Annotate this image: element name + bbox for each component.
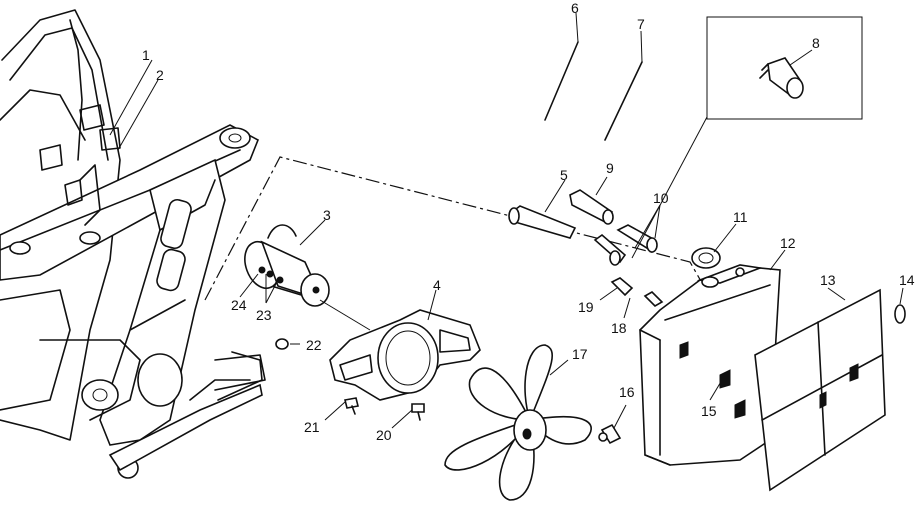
callout-21: 21 [304,419,320,435]
vehicle-frame [0,9,266,479]
callout-4: 4 [433,277,441,293]
callout-23: 23 [256,307,272,323]
radiator-cap [691,247,721,269]
callout-13: 13 [820,272,836,288]
callout-5: 5 [560,167,568,183]
callout-8: 8 [812,35,820,51]
callout-10: 10 [653,190,669,206]
callout-3: 3 [323,207,331,223]
fan-shroud-bracket [329,309,481,401]
radiator-screen [754,288,886,492]
callout-18: 18 [611,320,627,336]
temperature-sensor-inset [631,16,863,259]
cooling-fan [444,344,592,501]
callout-15: 15 [701,403,717,419]
callout-11: 11 [733,209,748,225]
callout-2: 2 [156,67,164,83]
callout-17: 17 [572,346,588,362]
callout-labels: 1 2 3 4 5 6 7 8 9 10 11 12 13 14 15 16 1… [142,0,915,443]
callout-14: 14 [899,272,915,288]
callout-16: 16 [619,384,635,400]
callout-7: 7 [637,16,645,32]
hardware [217,338,622,445]
callout-1: 1 [142,47,150,63]
fan-motor [244,224,371,331]
callout-9: 9 [606,160,614,176]
leader-lines [109,12,904,429]
callout-6: 6 [571,0,579,16]
retaining-clip [894,304,906,324]
callout-20: 20 [376,427,392,443]
callout-12: 12 [780,235,796,251]
callout-19: 19 [578,299,594,315]
callout-24: 24 [231,297,247,313]
alignment-line [204,156,746,359]
wire-rods [544,41,643,141]
radiator [639,264,781,466]
callout-22: 22 [306,337,322,353]
hoses [508,189,664,307]
